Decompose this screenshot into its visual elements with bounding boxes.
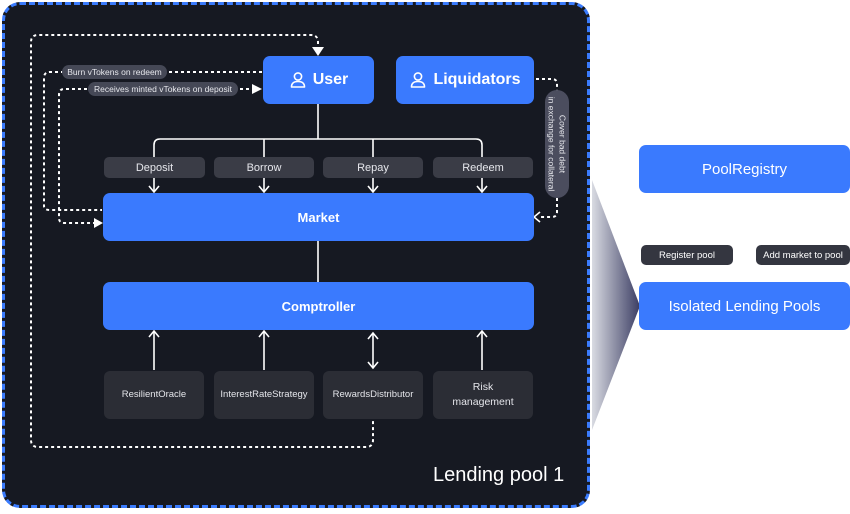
action-repay[interactable]: Repay [323,157,423,178]
burn-vtokens-pill: Burn vTokens on redeem [62,65,167,79]
user-label: User [312,71,349,88]
cover-bad-debt-pill: Cover bad debt in exchange for collatera… [545,90,569,198]
cover-bad-debt-line1: Cover bad debt [557,114,568,174]
register-pool-tag: Register pool [641,245,733,265]
module-interest-rate-strategy[interactable]: InterestRateStrategy [214,371,314,419]
action-borrow[interactable]: Borrow [214,157,314,178]
module-resilient-oracle[interactable]: ResilientOracle [104,371,204,419]
receive-vtokens-pill: Receives minted vTokens on deposit [88,82,238,96]
cover-bad-debt-line2: in exchange for collateral [547,96,557,192]
user-icon [290,72,306,88]
liquidators-label: Liquidators [433,71,521,88]
action-redeem[interactable]: Redeem [433,157,533,178]
action-deposit[interactable]: Deposit [104,157,205,178]
lending-pool-label: Lending pool 1 [433,464,565,486]
add-market-to-pool-tag: Add market to pool [756,245,850,265]
user-node[interactable]: User [263,56,374,104]
comptroller-node[interactable]: Comptroller [103,282,534,330]
market-node[interactable]: Market [103,193,534,241]
liquidators-node[interactable]: Liquidators [396,56,534,104]
module-rewards-distributor[interactable]: RewardsDistributor [323,371,423,419]
user-icon [411,72,426,88]
module-risk-management[interactable]: Risk management [433,371,533,419]
pool-registry-node[interactable]: PoolRegistry [639,145,850,193]
isolated-lending-pools-node[interactable]: Isolated Lending Pools [639,282,850,330]
